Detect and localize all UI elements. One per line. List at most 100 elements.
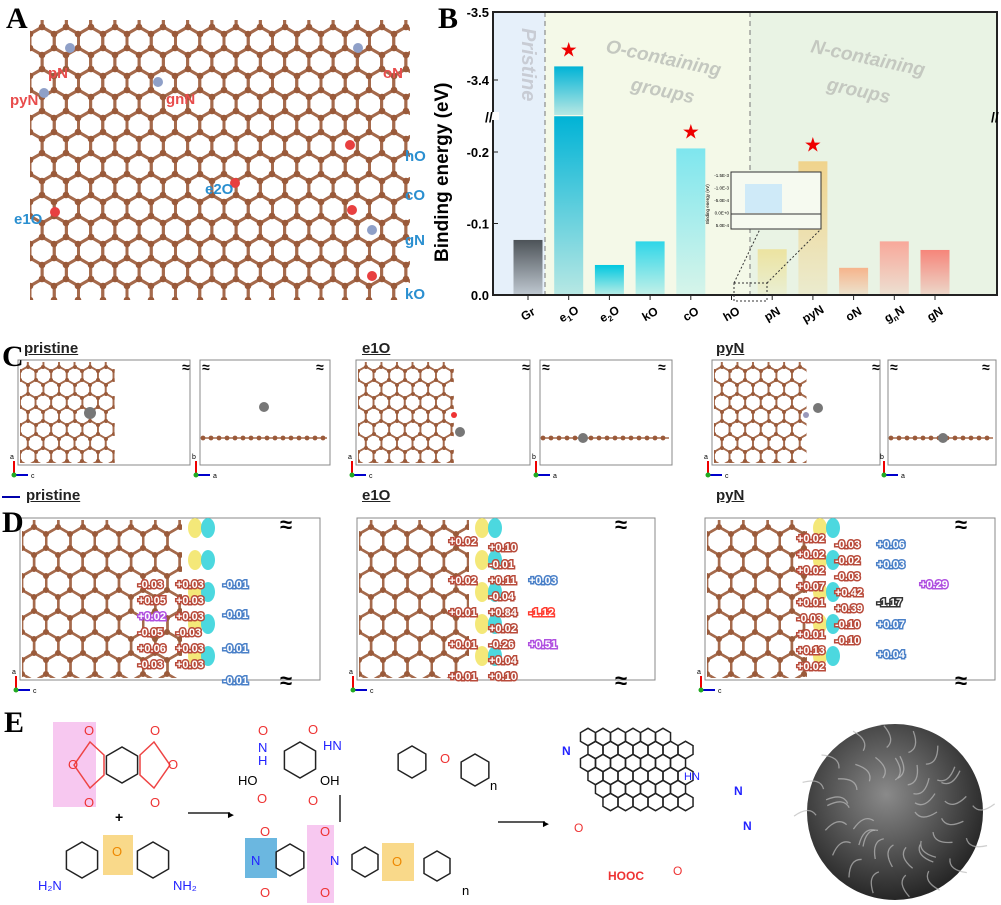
carbon-atom [387, 432, 391, 436]
carbon-atom [429, 629, 435, 635]
carbon-atom [356, 477, 360, 481]
carbon-atom [320, 552, 326, 558]
carbon-atom [116, 531, 122, 537]
carbon-atom [481, 378, 485, 382]
carbon-atom [112, 396, 115, 400]
functional-group-label-co: cO [405, 187, 426, 204]
carbon-atom [752, 573, 758, 579]
plus-sign: + [115, 809, 123, 825]
charge-label: -0.01 [489, 559, 514, 571]
carbon-atom [26, 446, 30, 450]
carbon-atom [728, 477, 732, 481]
carbon-atom [320, 636, 326, 642]
carbon-atom [752, 657, 758, 663]
charge-label: -1.12 [529, 607, 554, 619]
carbon-atom [201, 636, 207, 642]
carbon-atom [317, 30, 325, 38]
carbon-atom [728, 545, 734, 551]
c-c-bond [671, 548, 695, 576]
carbon-atom [26, 410, 30, 414]
carbon-atom [465, 552, 469, 558]
carbon-atom [453, 615, 459, 621]
carbon-atom [201, 678, 207, 684]
carbon-atom [790, 369, 794, 373]
carbon-atom [135, 65, 143, 73]
carbon-atom [765, 608, 771, 614]
charge-label: -0.05 [138, 627, 163, 639]
carbon-atom [244, 156, 252, 164]
panel-d-title-e1o: e1O [362, 487, 391, 504]
carbon-atom [136, 10, 143, 17]
carbon-atom [73, 473, 77, 477]
carbon-atom [2, 396, 6, 400]
carbon-atom [152, 678, 158, 684]
c-c-bond [112, 450, 115, 463]
c-c-bond [30, 158, 32, 176]
carbon-atom [65, 378, 69, 382]
carbon-atom [88, 383, 92, 387]
carbon-atom [782, 446, 786, 450]
carbon-atom [147, 170, 155, 178]
carbon-atom [806, 432, 807, 436]
carbon-atom [358, 396, 360, 400]
nanosheet-petal [802, 780, 825, 790]
carbon-atom [427, 318, 434, 325]
carbon-atom [441, 594, 447, 600]
carbon-atom [740, 608, 746, 614]
carbon-atom [96, 405, 100, 409]
amide-hn: HN [323, 738, 342, 753]
carbon-atom [740, 594, 746, 600]
carbon-atom [67, 615, 73, 621]
carbon-atom [127, 477, 131, 481]
carbon-atom [51, 3, 58, 10]
carbon-atom [429, 671, 435, 677]
c-c-bond [480, 485, 504, 513]
carbon-atom [196, 296, 204, 300]
carbon-atom-side [572, 435, 578, 441]
carbon-network-ring [677, 792, 694, 812]
nanosheet-petal [793, 809, 817, 817]
carbon-atom [379, 383, 383, 387]
carbon-atom [67, 545, 73, 551]
carbon-atom [96, 477, 100, 481]
carbon-atom [442, 356, 446, 360]
carbon-atom-side [904, 435, 910, 441]
carbon-atom [147, 240, 155, 248]
network-o: O [574, 821, 583, 835]
axis-label: a [349, 669, 353, 676]
c-c-bond [158, 672, 177, 678]
carbon-atom [332, 503, 338, 509]
break-mark: ≈ [982, 359, 990, 375]
carbon-atom [221, 3, 228, 10]
carbon-atom [359, 671, 362, 677]
zoom-line [766, 228, 822, 284]
carbon-atom [2, 432, 6, 436]
carbon-atom [801, 671, 807, 677]
carbon-atom [364, 383, 368, 387]
carbon-atom [111, 275, 119, 283]
carbon-atom [62, 275, 70, 283]
carbon-atom [837, 482, 843, 488]
charge-label: -0.01 [223, 579, 248, 591]
c-c-bond [51, 298, 58, 300]
carbon-atom [317, 282, 325, 290]
carbon-atom [426, 338, 430, 342]
carbon-atom [716, 524, 722, 530]
carbon-atom [112, 304, 119, 311]
carbon-atom [293, 254, 301, 262]
carbon-atom [358, 423, 360, 427]
highlight-imide-pink [307, 825, 334, 903]
carbon-atom [752, 671, 758, 677]
carbon-atom [790, 432, 794, 436]
carbon-atom [184, 93, 192, 101]
carbon-atom [404, 587, 410, 593]
carbon-atom [140, 545, 146, 551]
carbon-atom [680, 587, 686, 593]
c-c-bond [30, 116, 32, 134]
c-c-bond [54, 0, 78, 13]
carbon-atom [0, 503, 1, 509]
carbon-atom [714, 369, 716, 373]
carbon-atom [256, 51, 264, 59]
carbon-atom [417, 552, 423, 558]
carbon-atom [348, 338, 352, 342]
